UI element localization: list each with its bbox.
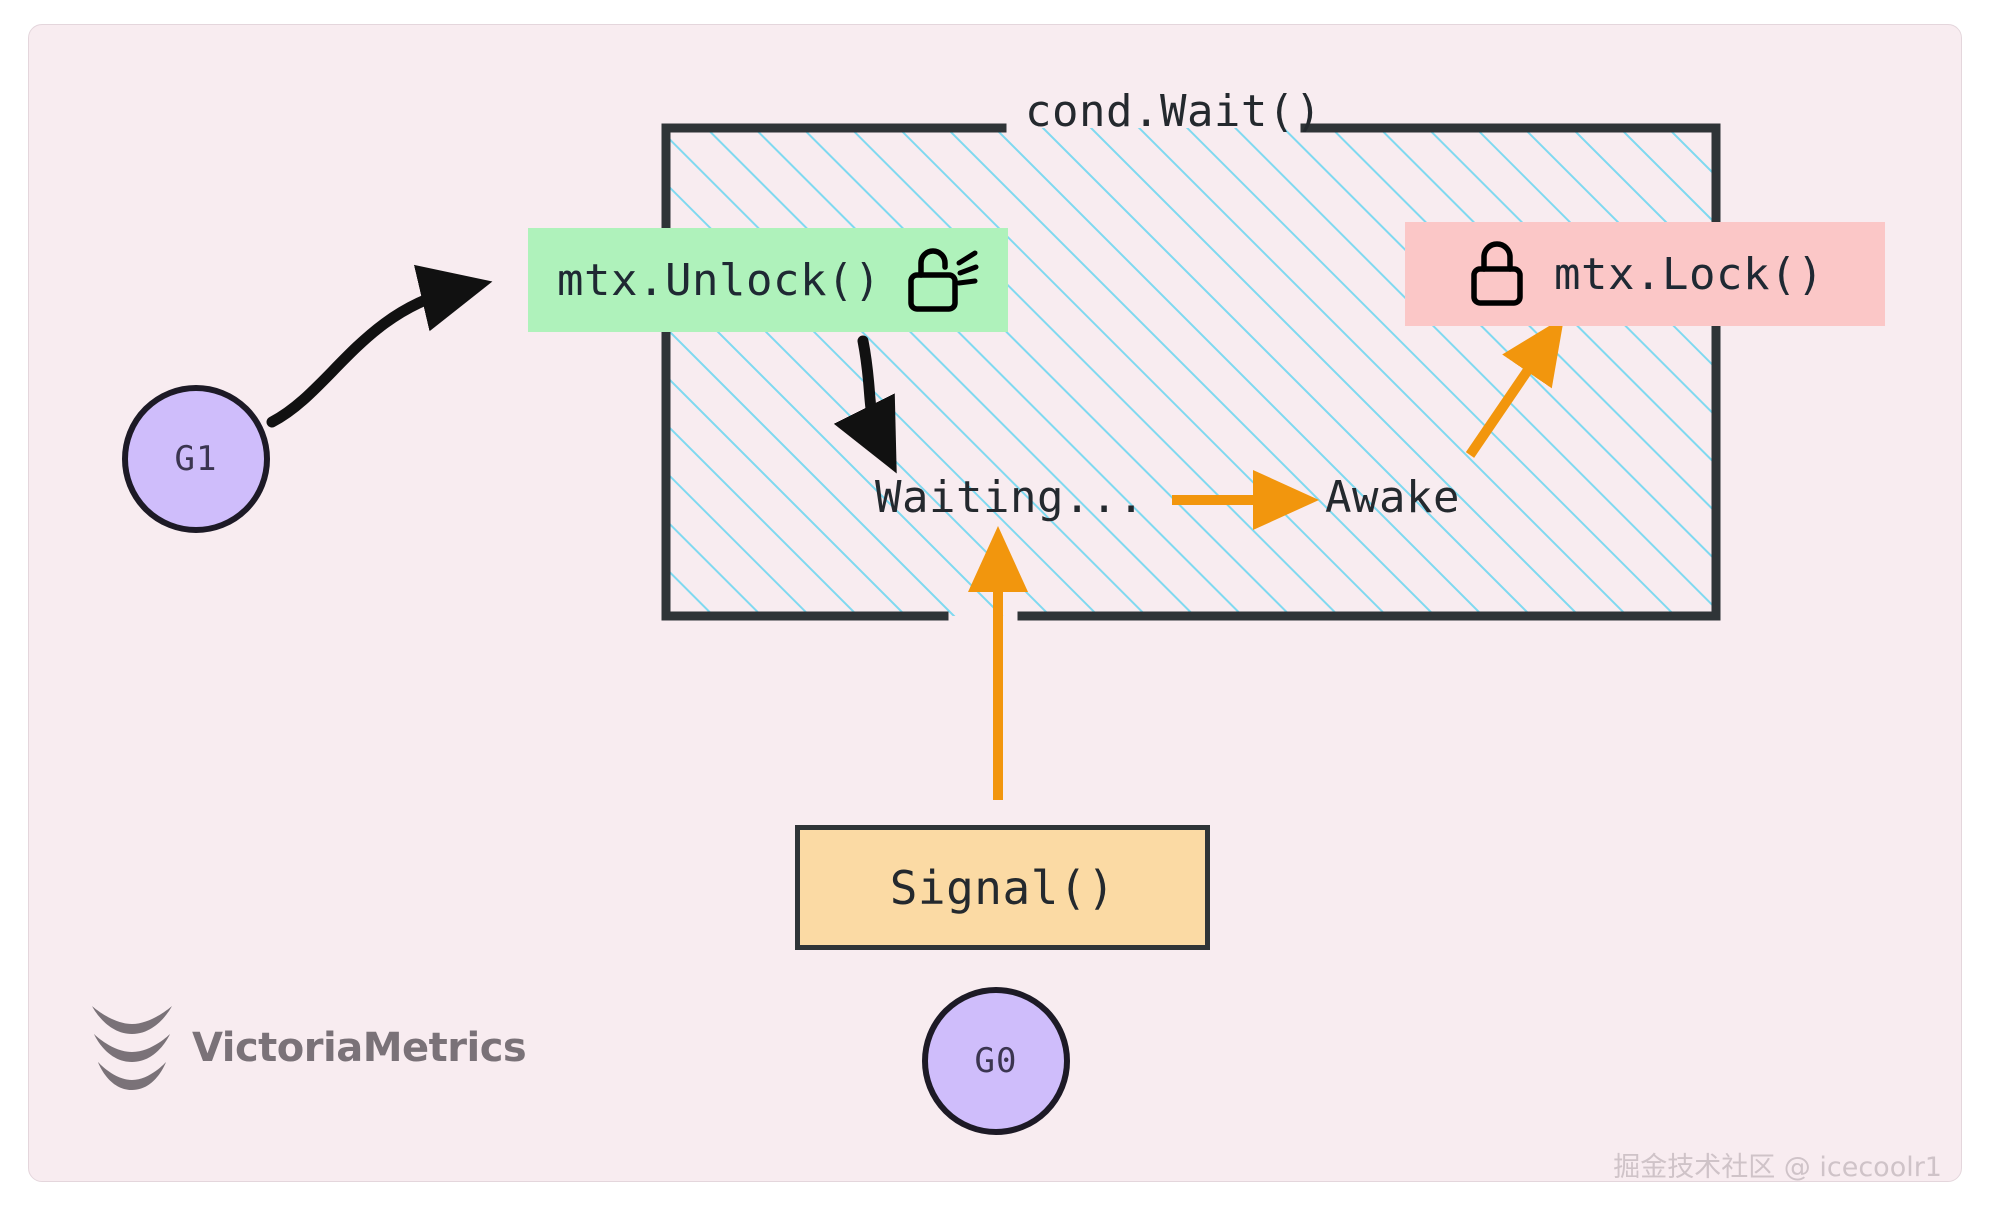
state-awake-label: Awake	[1325, 472, 1460, 523]
unlock-icon	[908, 248, 979, 312]
mtx-lock-chip[interactable]: mtx.Lock()	[1405, 222, 1885, 326]
mtx-unlock-label: mtx.Unlock()	[557, 254, 881, 306]
victoriametrics-chevrons-icon	[92, 1006, 172, 1090]
state-waiting-label: Waiting...	[875, 472, 1145, 523]
signal-label: Signal()	[889, 860, 1116, 915]
victoriametrics-logo: VictoriaMetrics	[88, 1000, 527, 1096]
mtx-unlock-chip[interactable]: mtx.Unlock()	[528, 228, 1008, 332]
logo-wordmark: VictoriaMetrics	[192, 1025, 527, 1071]
watermark-text: 掘金技术社区 @ icecoolr1	[1613, 1152, 1942, 1183]
goroutine-g0-label: G0	[974, 1041, 1018, 1081]
goroutine-g1[interactable]: G1	[122, 385, 270, 533]
goroutine-g1-label: G1	[174, 439, 218, 479]
signal-box[interactable]: Signal()	[795, 825, 1210, 950]
mtx-lock-label: mtx.Lock()	[1554, 248, 1824, 300]
wait-box-title: cond.Wait()	[1025, 86, 1322, 137]
goroutine-g0[interactable]: G0	[922, 987, 1070, 1135]
lock-icon	[1471, 241, 1523, 306]
